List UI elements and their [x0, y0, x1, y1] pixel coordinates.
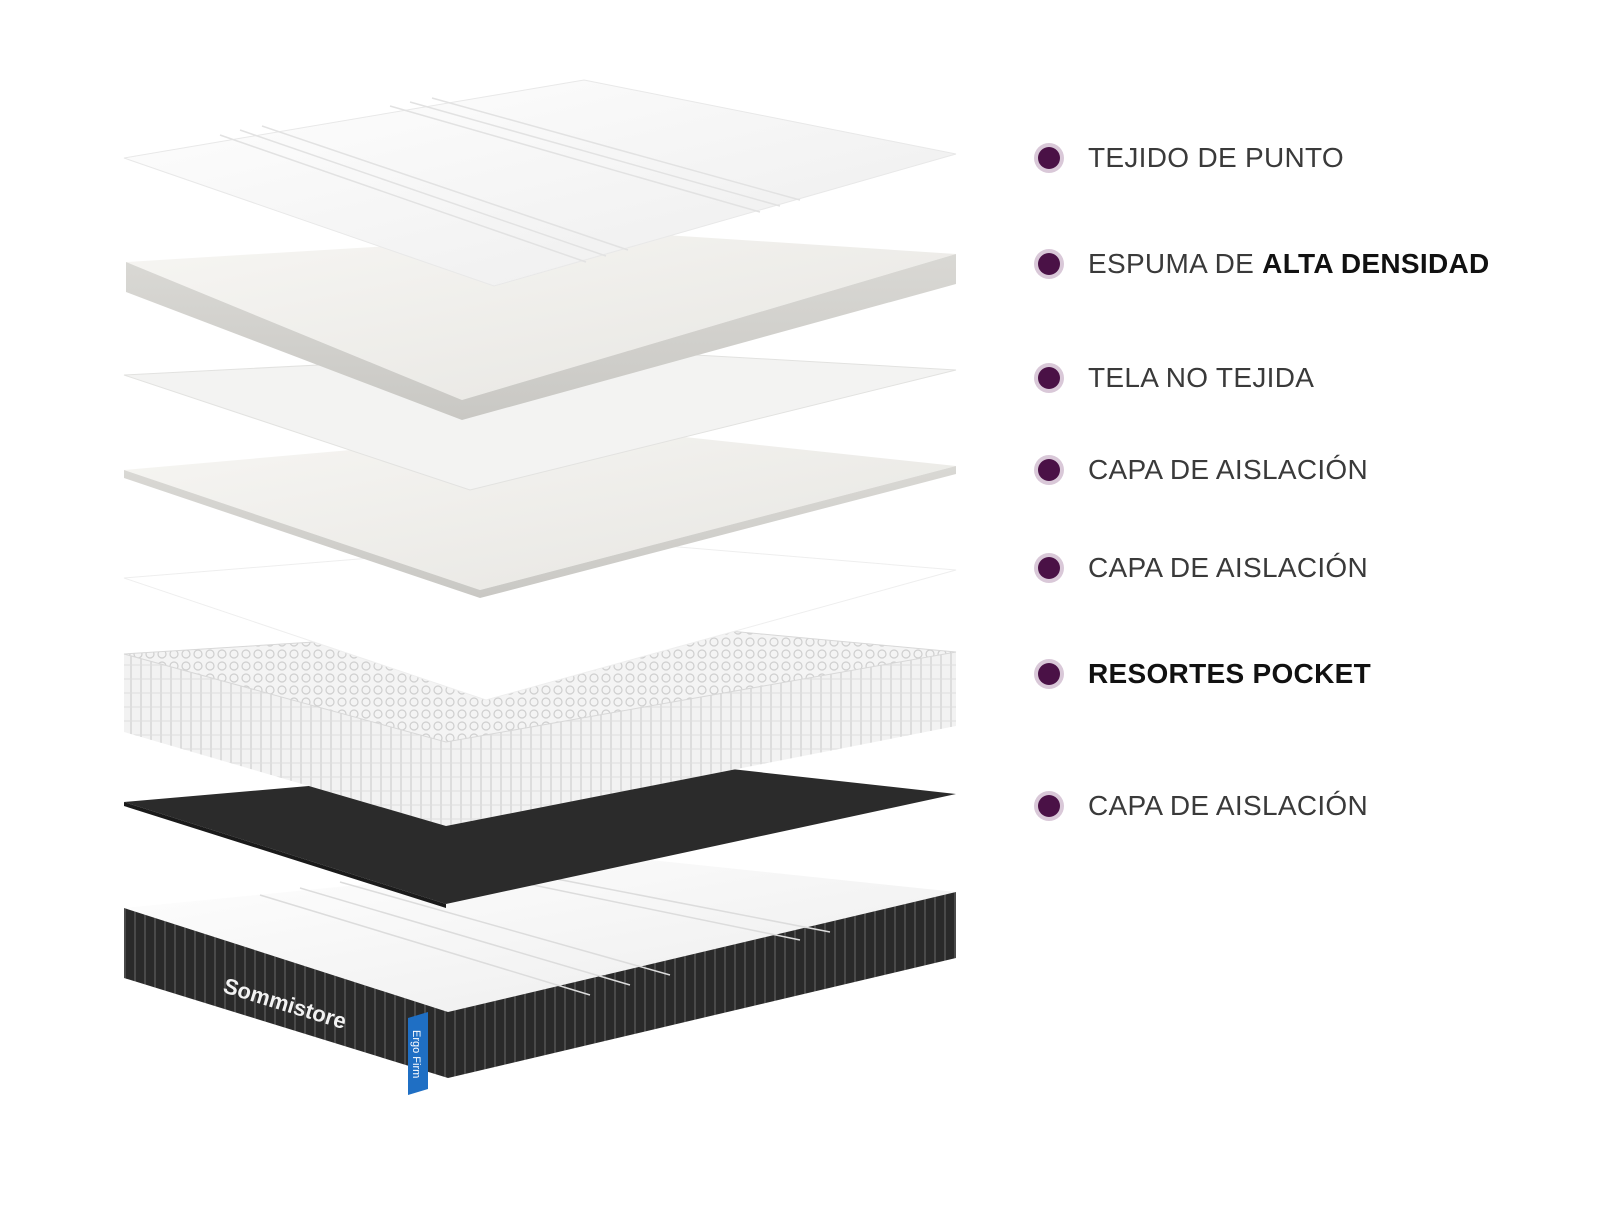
bullet-icon	[1038, 459, 1060, 481]
legend-item-non-woven-fabric: TELA NO TEJIDA	[1038, 358, 1314, 398]
legend-label: RESORTES POCKET	[1088, 658, 1371, 689]
legend-label: ESPUMA DE ALTA DENSIDAD	[1088, 248, 1490, 279]
layer-high-density-foam	[126, 232, 956, 420]
legend-item-insulation-1: CAPA DE AISLACIÓN	[1038, 450, 1368, 490]
legend-label: TELA NO TEJIDA	[1088, 362, 1315, 393]
bullet-icon	[1038, 253, 1060, 275]
legend-label: CAPA DE AISLACIÓN	[1088, 552, 1369, 583]
model-tag: Ergo Firm	[408, 1012, 428, 1095]
legend-item-knit-fabric: TEJIDO DE PUNTO	[1038, 138, 1344, 178]
bullet-icon	[1038, 367, 1060, 389]
base-mattress: Sommistore Ergo Firm	[124, 858, 956, 1095]
svg-text:Ergo Firm: Ergo Firm	[410, 1030, 422, 1078]
layer-insulation-1	[124, 428, 956, 598]
legend-item-insulation-2: CAPA DE AISLACIÓN	[1038, 548, 1368, 588]
bullet-icon	[1038, 663, 1060, 685]
legend-item-pocket-springs: RESORTES POCKET	[1038, 654, 1371, 694]
bullet-icon	[1038, 557, 1060, 579]
legend-item-insulation-3: CAPA DE AISLACIÓN	[1038, 786, 1368, 826]
legend-label: CAPA DE AISLACIÓN	[1088, 454, 1369, 485]
legend-item-high-density-foam: ESPUMA DE ALTA DENSIDAD	[1038, 244, 1490, 284]
bullet-icon	[1038, 147, 1060, 169]
legend-label: CAPA DE AISLACIÓN	[1088, 790, 1369, 821]
layer-knit-fabric	[123, 79, 957, 287]
layer-dark-insulation	[124, 758, 956, 908]
bullet-icon	[1038, 795, 1060, 817]
legend-label: TEJIDO DE PUNTO	[1088, 142, 1345, 173]
